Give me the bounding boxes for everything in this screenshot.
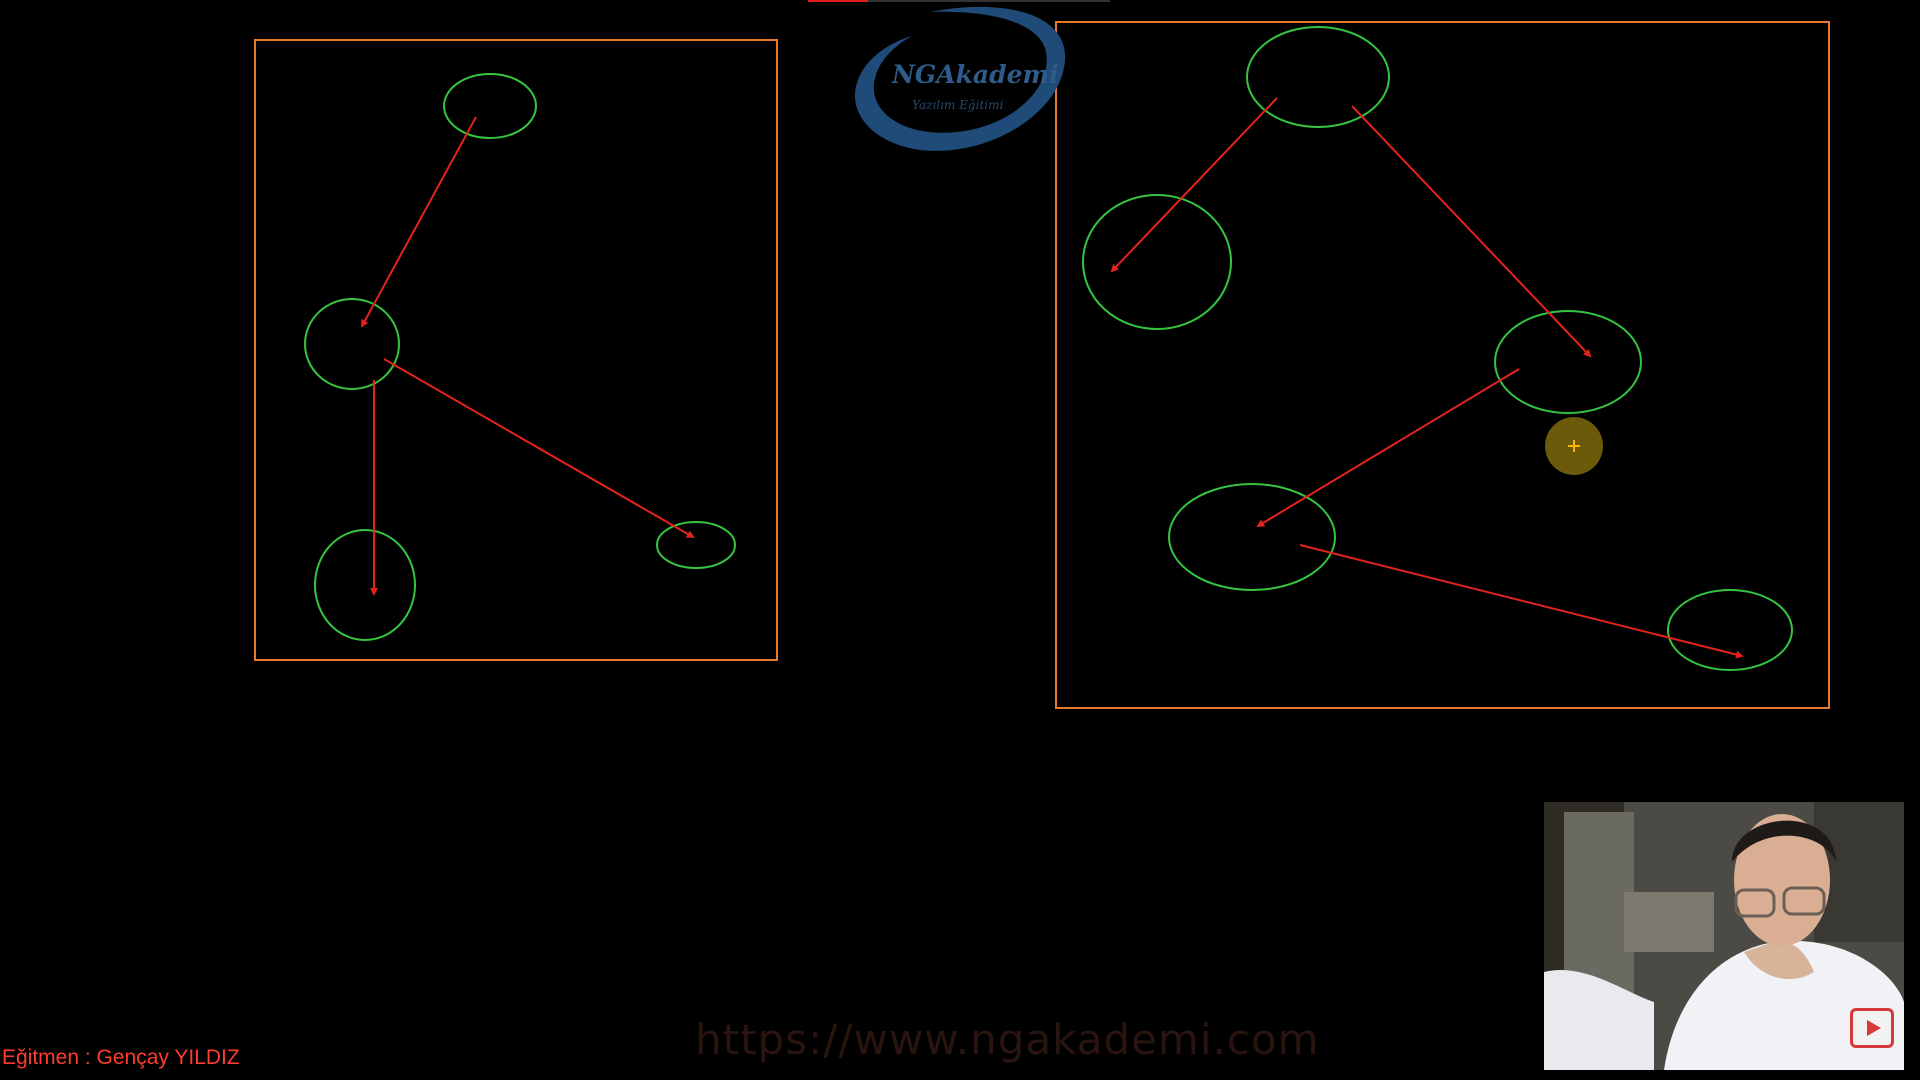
node-right <box>1494 310 1642 414</box>
edge-right-mid <box>1256 368 1520 528</box>
edge-mid-far-right <box>1299 544 1744 659</box>
diagram-left <box>254 39 778 661</box>
edge-mid-bottom-right <box>383 358 695 538</box>
node-bottom-left <box>314 529 416 641</box>
node-bottom-right <box>656 521 736 569</box>
node-mid <box>304 298 400 390</box>
edge-root-mid <box>361 116 477 328</box>
webcam-overlay <box>1544 802 1904 1070</box>
cursor-highlight <box>1545 417 1603 475</box>
progress-stripe-gray <box>868 0 1110 2</box>
node-far-right <box>1667 589 1793 671</box>
webcam-video-frame <box>1544 802 1904 1070</box>
node-root <box>443 73 537 139</box>
logo-swoosh-icon <box>854 6 1066 151</box>
logo-title: NGAkademi <box>892 60 1059 89</box>
diagram-right <box>1055 21 1830 709</box>
ngakademi-logo: NGAkademi Yazılım Eğitimi <box>850 0 1070 160</box>
edge-root-left <box>1110 97 1278 273</box>
diagram-frame <box>254 39 778 661</box>
watermark-url: https://www.ngakademi.com <box>695 1015 1320 1064</box>
node-root <box>1246 26 1390 128</box>
progress-stripe-red <box>808 0 868 2</box>
play-icon[interactable] <box>1850 1008 1894 1048</box>
logo-subtitle: Yazılım Eğitimi <box>912 98 1004 112</box>
node-mid <box>1168 483 1336 591</box>
diagram-frame <box>1055 21 1830 709</box>
edge-root-right <box>1351 105 1592 358</box>
instructor-credit: Eğitmen : Gençay YILDIZ <box>2 1046 240 1069</box>
node-left <box>1082 194 1232 330</box>
